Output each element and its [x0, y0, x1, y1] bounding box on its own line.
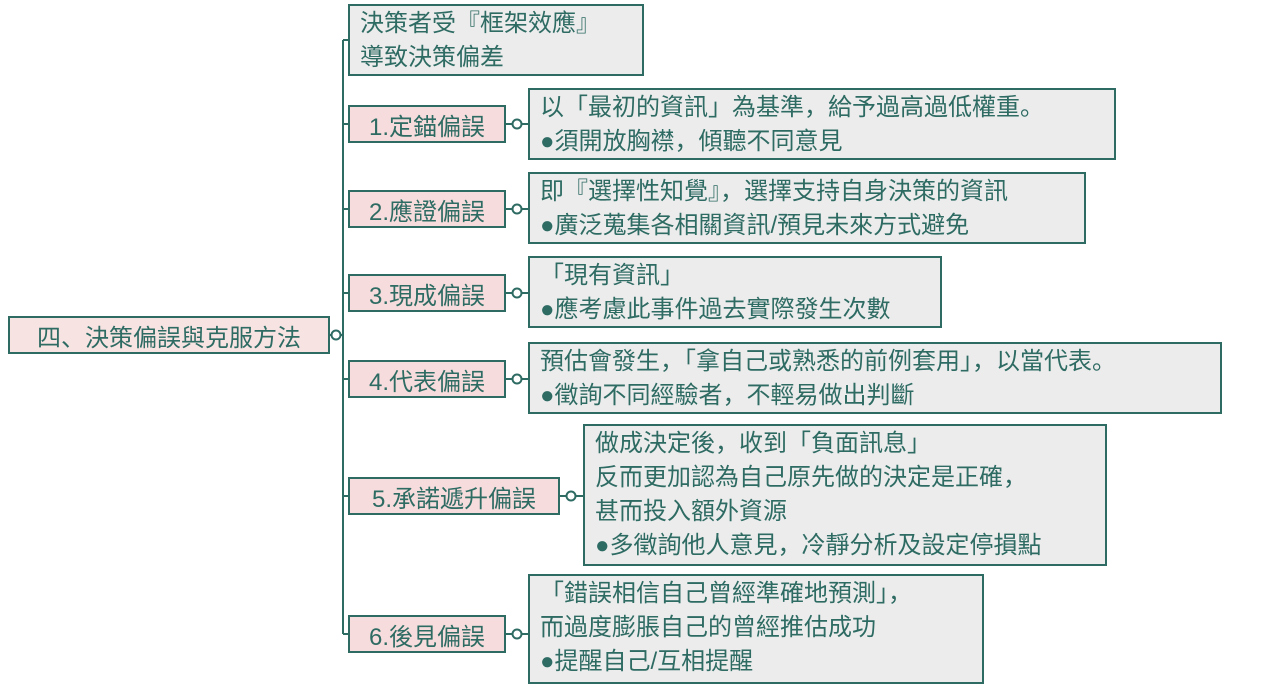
connector-dot: [511, 373, 523, 385]
desc-availability-bias[interactable]: 「現有資訊」 ●應考慮此事件過去實際發生次數: [528, 256, 942, 328]
desc-line: ●多徵詢他人意見，冷靜分析及設定停損點: [595, 532, 1042, 559]
desc-line: 預估會發生，「拿自己或熟悉的前例套用」，以當代表。: [540, 348, 1116, 375]
branch-anchoring-bias[interactable]: 1.定錨偏誤: [348, 105, 506, 143]
desc-line: 做成決定後，收到「負面訊息」: [595, 430, 931, 457]
desc-line: ●應考慮此事件過去實際發生次數: [540, 296, 891, 323]
branch-label: 5.承諾遞升偏誤: [371, 485, 536, 513]
desc-line: 而過度膨脹自己的曾經推估成功: [540, 614, 876, 641]
desc-hindsight-bias[interactable]: 「錯誤相信自己曾經準確地預測」， 而過度膨脹自己的曾經推估成功 ●提醒自己/互相…: [528, 574, 984, 684]
desc-line: ●提醒自己/互相提醒: [540, 648, 754, 675]
branch-label: 6.後見偏誤: [368, 623, 485, 651]
desc-confirmation-bias[interactable]: 即『選擇性知覺』，選擇支持自身決策的資訊 ●廣泛蒐集各相關資訊/預見未來方式避免: [528, 172, 1086, 244]
desc-line: 即『選擇性知覺』，選擇支持自身決策的資訊: [540, 178, 1008, 205]
branch-escalation-of-commitment-bias[interactable]: 5.承諾遞升偏誤: [348, 477, 560, 515]
branch-availability-bias[interactable]: 3.現成偏誤: [348, 274, 506, 312]
branch-hindsight-bias[interactable]: 6.後見偏誤: [348, 615, 506, 653]
connector-dot: [511, 203, 523, 215]
note-line: 導致決策偏差: [360, 44, 504, 71]
branch-label: 1.定錨偏誤: [368, 113, 485, 141]
connector-dot: [511, 287, 523, 299]
connector-dot: [511, 118, 523, 130]
branch-representativeness-bias[interactable]: 4.代表偏誤: [348, 360, 506, 398]
desc-line: 「現有資訊」: [540, 262, 684, 289]
desc-line: ●徵詢不同經驗者，不輕易做出判斷: [540, 382, 915, 409]
root-node-label: 四、決策偏誤與克服方法: [37, 324, 301, 352]
desc-anchoring-bias[interactable]: 以「最初的資訊」為基準，給予過高過低權重。 ●須開放胸襟，傾聽不同意見: [528, 88, 1116, 160]
desc-line: 甚而投入額外資源: [595, 498, 787, 525]
desc-representativeness-bias[interactable]: 預估會發生，「拿自己或熟悉的前例套用」，以當代表。 ●徵詢不同經驗者，不輕易做出…: [528, 342, 1222, 414]
branch-label: 2.應證偏誤: [368, 198, 485, 226]
note-line: 決策者受『框架效應』: [360, 10, 600, 37]
connector-dot: [330, 329, 342, 341]
framing-effect-note[interactable]: 決策者受『框架效應』 導致決策偏差: [348, 4, 644, 76]
connector-dot: [511, 628, 523, 640]
desc-escalation-of-commitment-bias[interactable]: 做成決定後，收到「負面訊息」 反而更加認為自己原先做的決定是正確， 甚而投入額外…: [583, 424, 1107, 566]
root-node[interactable]: 四、決策偏誤與克服方法: [8, 316, 330, 354]
desc-line: ●須開放胸襟，傾聽不同意見: [540, 128, 843, 155]
connector-dot: [565, 490, 577, 502]
desc-line: 「錯誤相信自己曾經準確地預測」，: [540, 580, 912, 607]
desc-line: ●廣泛蒐集各相關資訊/預見未來方式避免: [540, 212, 970, 239]
branch-label: 4.代表偏誤: [368, 368, 485, 396]
branch-confirmation-bias[interactable]: 2.應證偏誤: [348, 190, 506, 228]
desc-line: 反而更加認為自己原先做的決定是正確，: [595, 464, 1027, 491]
desc-line: 以「最初的資訊」為基準，給予過高過低權重。: [540, 94, 1044, 121]
branch-label: 3.現成偏誤: [368, 282, 485, 310]
